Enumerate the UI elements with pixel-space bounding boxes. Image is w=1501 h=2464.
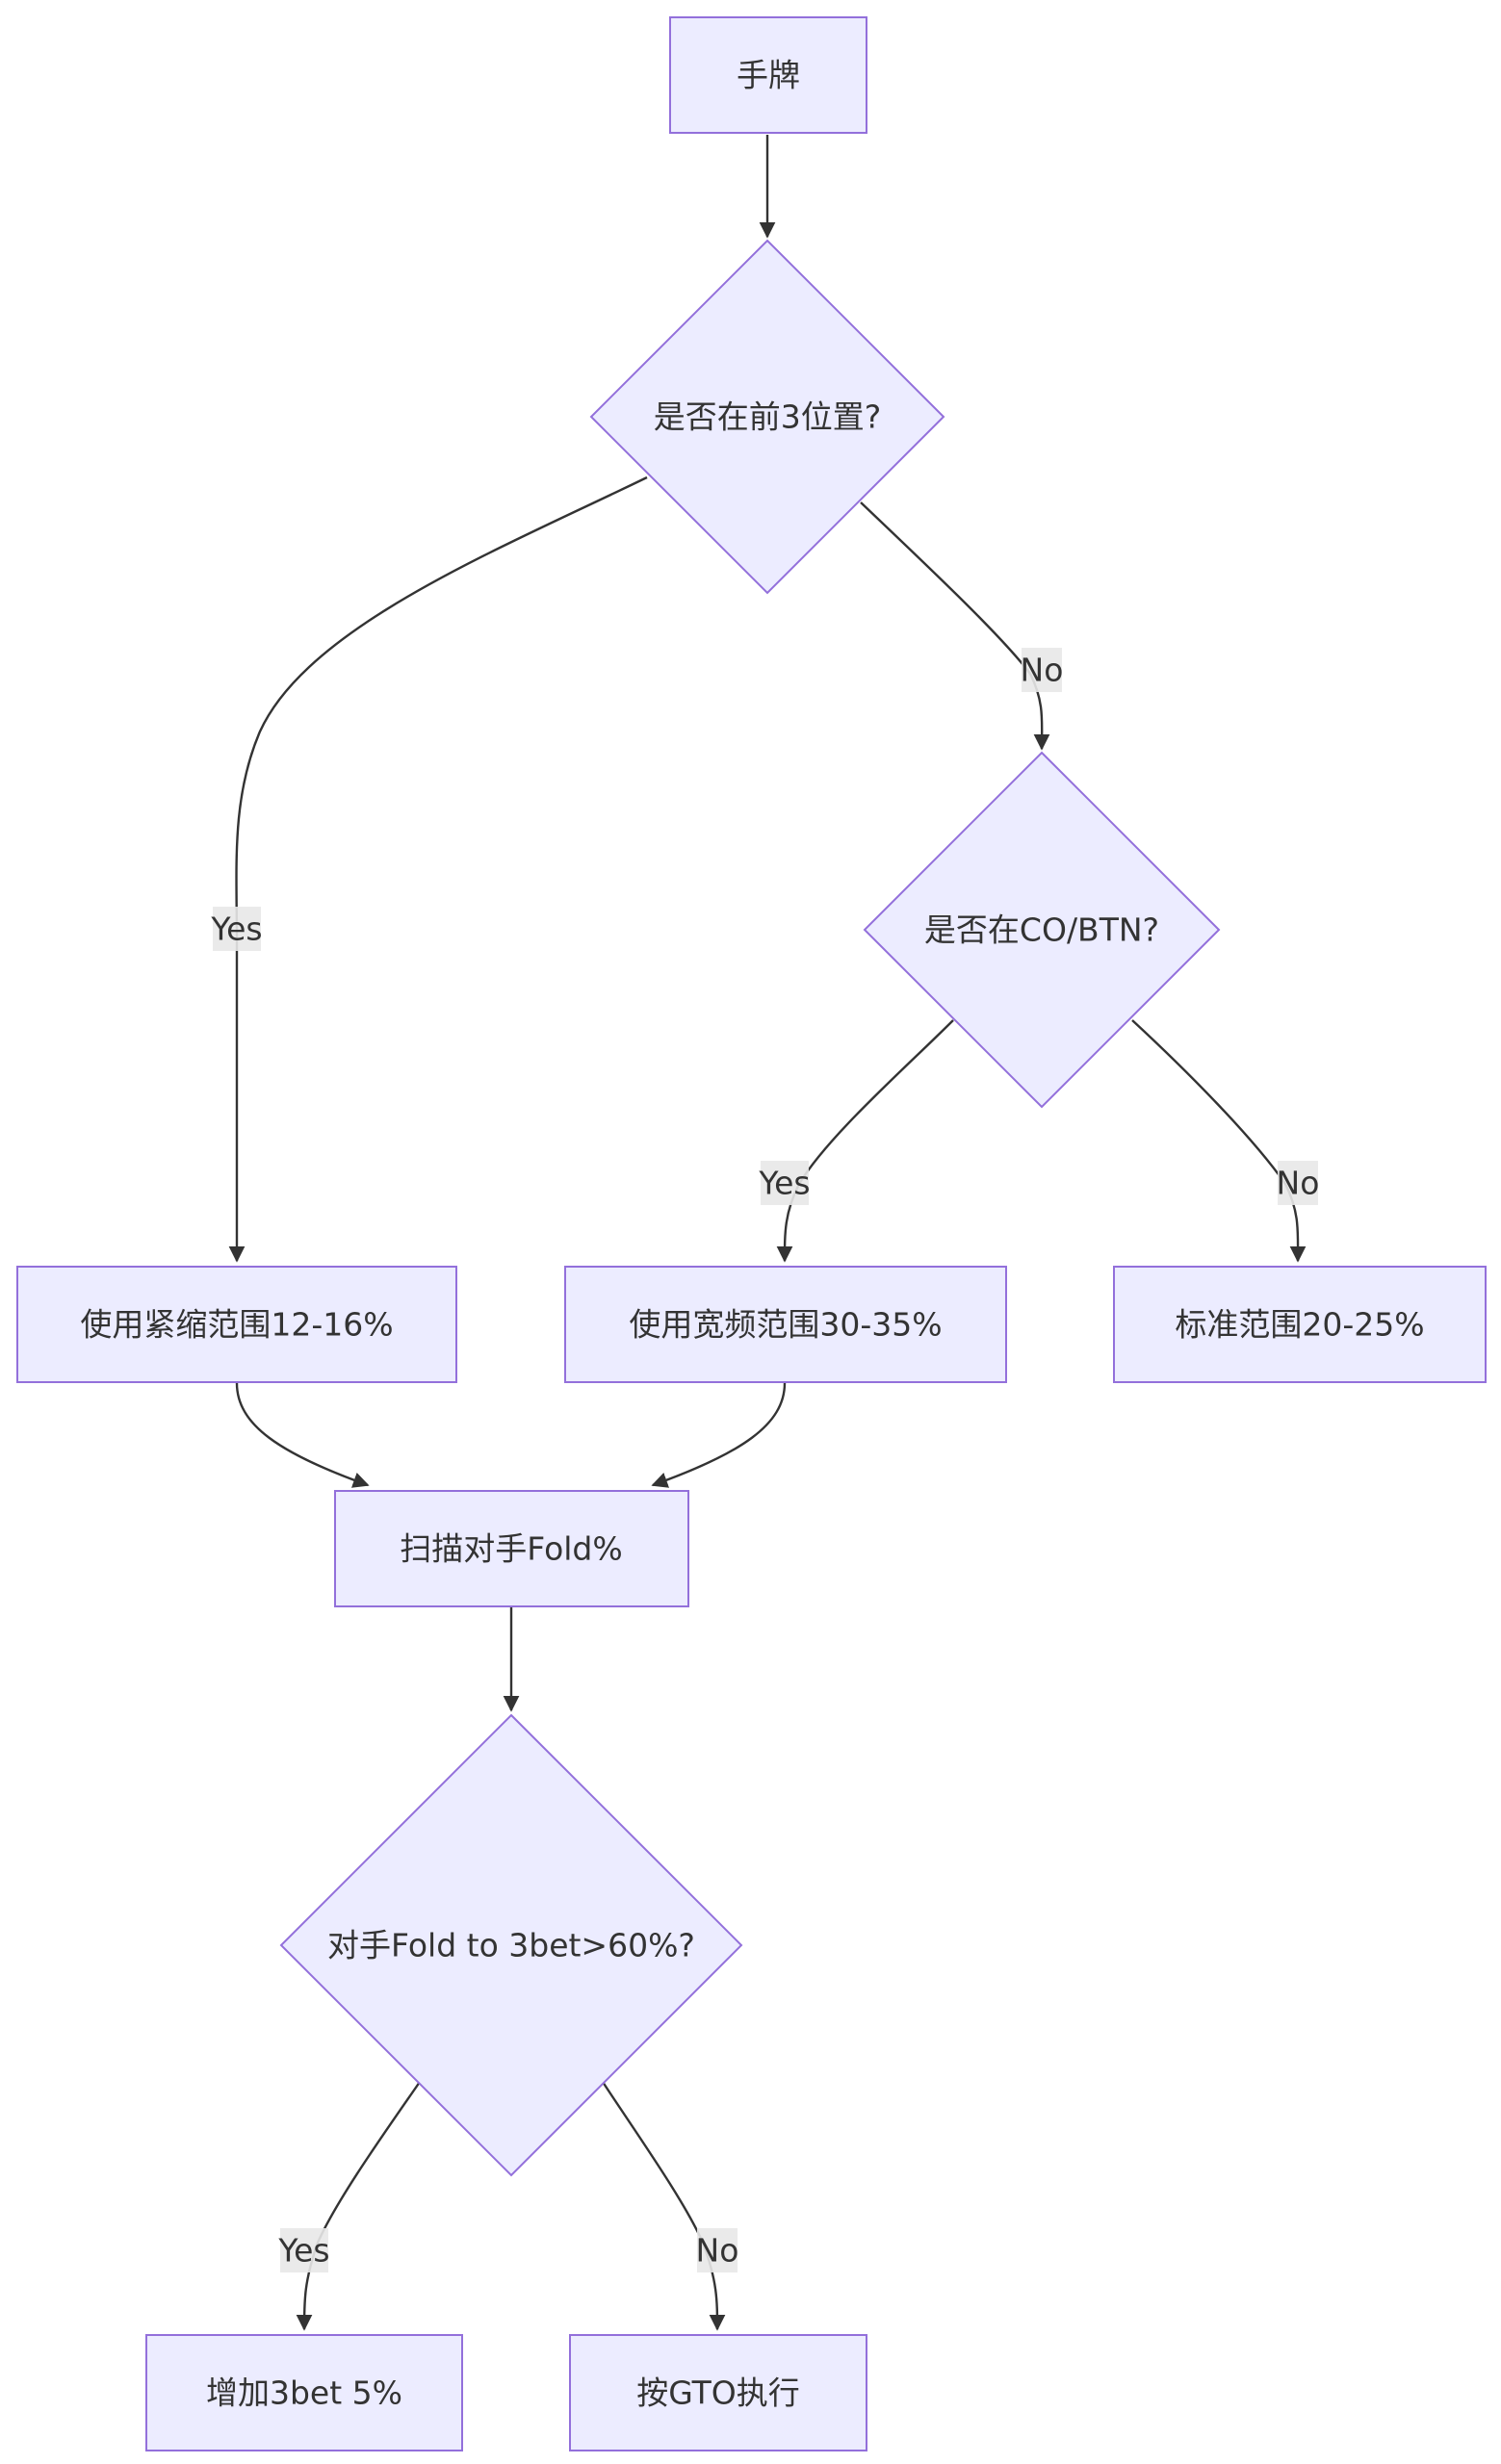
edge-fold-no-to-gto: [601, 2081, 726, 2331]
node-decision-co-btn-label: 是否在CO/BTN?: [924, 911, 1159, 949]
node-standard-range: 标准范围20-25%: [1113, 1266, 1487, 1383]
node-decision-early-label: 是否在前3位置?: [654, 398, 882, 436]
node-scan-fold-label: 扫描对手Fold%: [400, 1530, 622, 1568]
edge-wide-to-scan: [651, 1382, 787, 1488]
edge-label-co-btn-no: No: [1277, 1161, 1320, 1205]
edge-fold-yes-to-increase: [296, 2081, 421, 2331]
edge-label-early-no-text: No: [1021, 652, 1064, 689]
edge-label-co-btn-no-text: No: [1277, 1165, 1320, 1202]
edge-label-fold-no-text: No: [696, 2232, 739, 2270]
node-tight-range-label: 使用紧缩范围12-16%: [80, 1306, 393, 1344]
edge-label-early-yes: Yes: [210, 907, 263, 951]
edge-early-yes-to-tight: [228, 475, 648, 1263]
node-hand: 手牌: [669, 16, 867, 134]
node-decision-fold-3bet: 对手Fold to 3bet>60%?: [279, 1713, 743, 2177]
node-wide-range: 使用宽频范围30-35%: [564, 1266, 1007, 1383]
edge-label-fold-yes-text: Yes: [277, 2232, 329, 2270]
edge-label-early-yes-text: Yes: [210, 911, 262, 948]
node-decision-early: 是否在前3位置?: [589, 239, 945, 595]
node-decision-fold-3bet-label: 对手Fold to 3bet>60%?: [327, 1927, 695, 1964]
node-hand-label: 手牌: [737, 57, 800, 94]
edge-labels: Yes No Yes No Yes No: [210, 648, 1319, 2272]
node-gto-label: 按GTO执行: [636, 2374, 800, 2412]
node-decision-co-btn: 是否在CO/BTN?: [863, 751, 1221, 1109]
edge-early-no-to-co-btn: [860, 501, 1050, 751]
node-standard-range-label: 标准范围20-25%: [1175, 1306, 1424, 1344]
edge-label-early-no: No: [1021, 648, 1064, 692]
node-tight-range: 使用紧缩范围12-16%: [16, 1266, 457, 1383]
node-increase-3bet-label: 增加3bet 5%: [206, 2374, 402, 2412]
edge-tight-to-scan: [235, 1382, 370, 1488]
edge-label-fold-yes: Yes: [277, 2228, 330, 2272]
node-wide-range-label: 使用宽频范围30-35%: [629, 1306, 942, 1344]
edge-label-co-btn-yes-text: Yes: [758, 1165, 810, 1202]
edge-co-btn-yes-to-wide: [776, 1019, 954, 1263]
node-scan-fold: 扫描对手Fold%: [334, 1490, 689, 1607]
edge-co-btn-no-to-standard: [1131, 1019, 1307, 1263]
edge-label-fold-no: No: [696, 2228, 739, 2272]
edge-label-co-btn-yes: Yes: [758, 1161, 811, 1205]
node-gto: 按GTO执行: [569, 2334, 867, 2451]
node-increase-3bet: 增加3bet 5%: [145, 2334, 463, 2451]
nodes: 手牌 是否在前3位置? 是否在CO/BTN? 使用紧缩范围12-16% 使用宽频…: [16, 16, 1487, 2451]
